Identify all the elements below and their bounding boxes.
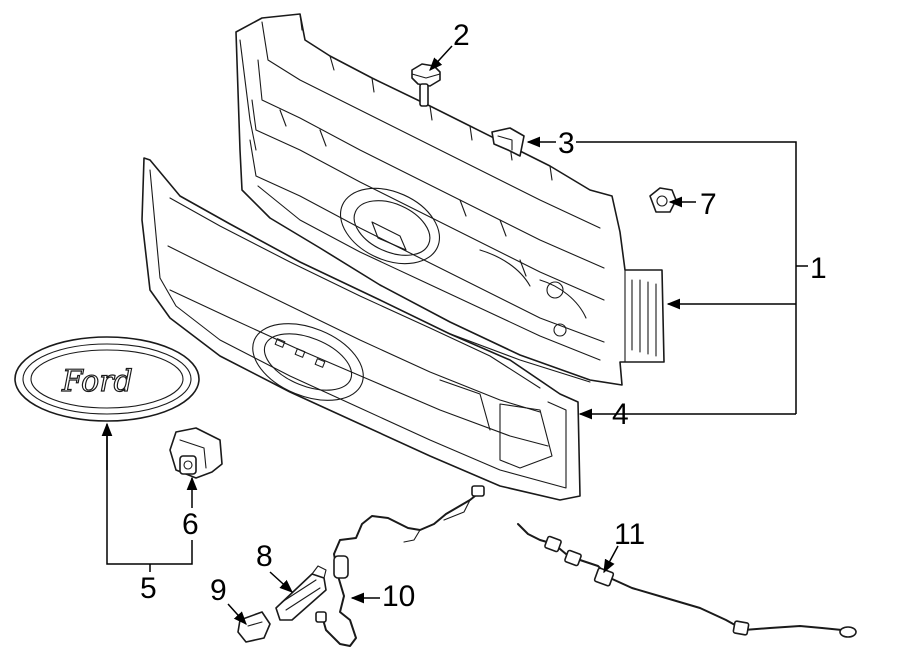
callout-2: 2	[453, 19, 470, 52]
grille-shell	[141, 157, 581, 501]
clip	[491, 127, 525, 157]
callout-10: 10	[382, 580, 415, 613]
connector	[237, 611, 271, 643]
callout-labels: 2 3 7 1 4 6 5 8 9 10 11	[140, 19, 827, 613]
sensor	[275, 565, 327, 621]
emblem-bracket	[169, 427, 223, 479]
emblem: Ford	[14, 336, 200, 422]
callout-8: 8	[256, 540, 273, 573]
emblem-script-text: Ford	[61, 364, 133, 399]
callout-1: 1	[810, 252, 827, 285]
nut	[649, 187, 677, 213]
grille-assembly	[235, 13, 665, 386]
wiring-harness	[315, 485, 485, 647]
callout-6: 6	[182, 508, 199, 541]
callout-9: 9	[210, 574, 227, 607]
leader-lines	[101, 45, 808, 626]
cable	[517, 523, 857, 638]
callout-11: 11	[614, 518, 645, 551]
callout-4: 4	[612, 398, 629, 431]
callout-3: 3	[558, 127, 575, 160]
callout-7: 7	[700, 188, 717, 221]
callout-5: 5	[140, 572, 157, 605]
